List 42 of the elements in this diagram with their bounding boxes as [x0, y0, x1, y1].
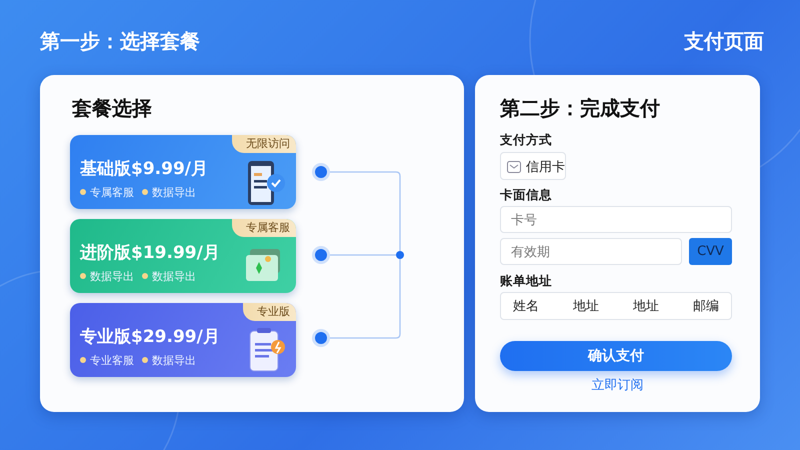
feature-item: 数据导出: [142, 353, 196, 368]
plan-price: 专业版$29.99/月: [80, 326, 220, 348]
tag-label: 无限访问: [232, 135, 296, 153]
plan-price: 基础版$9.99/月: [80, 158, 208, 180]
connector-dot: [315, 249, 327, 261]
panel-card: [40, 75, 464, 412]
junction-dot: [396, 251, 404, 259]
page-title: 第一步：选择套餐: [40, 28, 200, 55]
feature-item: 专属客服: [80, 185, 134, 200]
connector-line: [327, 254, 396, 256]
field-placeholder: 邮编: [693, 298, 719, 315]
plan-card: [70, 303, 296, 377]
tag-label: 专属客服: [232, 219, 296, 237]
field-placeholder: 地址: [573, 298, 599, 315]
address-field: [500, 292, 732, 320]
panel-card: [475, 75, 760, 412]
panel-heading: 套餐选择: [72, 95, 152, 122]
connector-dot: [315, 166, 327, 178]
section-label: 卡面信息: [500, 187, 552, 204]
feature-item: 数据导出: [80, 269, 134, 284]
feature-item: 数据导出: [142, 185, 196, 200]
section-label: 支付方式: [500, 132, 552, 149]
field-placeholder: 姓名: [513, 298, 539, 315]
payment-option: 信用卡: [500, 152, 566, 180]
feature-item: 专业客服: [80, 353, 134, 368]
cvv-button: CVV: [689, 238, 732, 265]
connector-line: [327, 259, 401, 339]
connector-line: [327, 171, 401, 251]
plan-card: [70, 135, 296, 209]
input-field: 有效期: [500, 238, 682, 265]
plan-price: 进阶版$19.99/月: [80, 242, 220, 264]
panel-heading: 第二步：完成支付: [500, 95, 660, 122]
input-field: 卡号: [500, 206, 732, 233]
connector-dot: [315, 332, 327, 344]
feature-item: 数据导出: [142, 269, 196, 284]
subscribe-link: 立即订阅: [590, 377, 644, 394]
page-heading: 支付页面: [684, 28, 764, 55]
field-placeholder: 地址: [633, 298, 659, 315]
section-label: 账单地址: [500, 273, 552, 290]
plan-card: [70, 219, 296, 293]
confirm-button: 确认支付: [500, 341, 732, 371]
tag-label: 专业版: [243, 303, 296, 321]
